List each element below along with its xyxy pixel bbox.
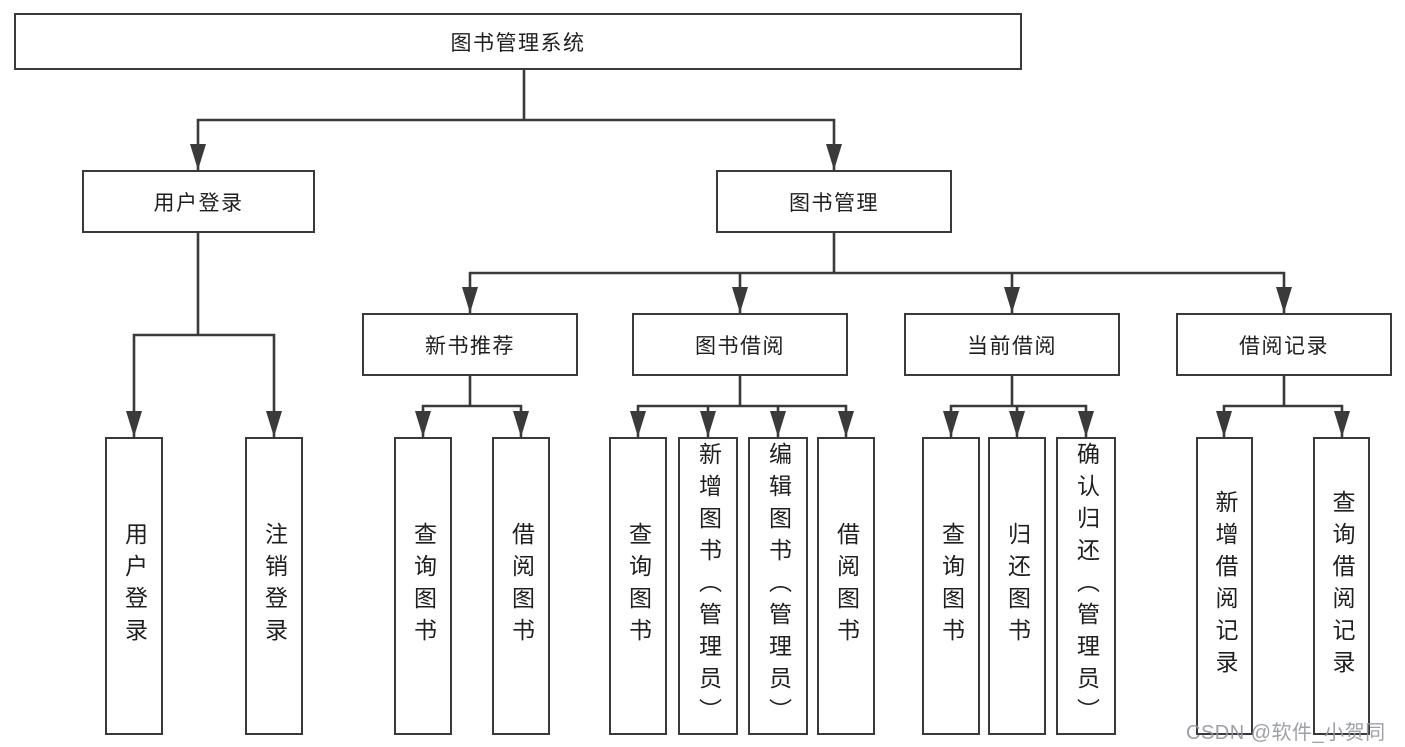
- connector-current-borrow: [943, 375, 1094, 437]
- node-label: 查询图书: [410, 522, 437, 650]
- connector-book-management: [462, 232, 1292, 313]
- node-label: 当前借阅: [967, 334, 1057, 358]
- node-label: 用户登录: [121, 522, 148, 650]
- connector-borrow-records: [1216, 375, 1350, 437]
- node-label: 借阅图书: [508, 522, 535, 650]
- node-logout: 注销登录: [245, 437, 303, 735]
- node-label: 归还图书: [1004, 522, 1031, 650]
- node-new-book-recommend: 新书推荐: [362, 313, 578, 376]
- node-return-book: 归还图书: [988, 437, 1046, 735]
- node-edit-book-admin: 编辑图书（管理员）: [748, 437, 808, 735]
- node-label: 新书推荐: [425, 334, 515, 358]
- node-borrow-books-recommend: 借阅图书: [492, 437, 550, 735]
- node-borrow-records: 借阅记录: [1176, 313, 1392, 376]
- csdn-watermark: CSDN @软件_小贺同学: [1186, 722, 1386, 744]
- node-query-books-borrow: 查询图书: [609, 437, 667, 735]
- node-label: 图书管理: [789, 191, 879, 215]
- node-book-borrow: 图书借阅: [632, 313, 848, 376]
- connector-user-login: [126, 232, 282, 437]
- node-borrow-books: 借阅图书: [817, 437, 875, 735]
- node-confirm-return-admin: 确认归还（管理员）: [1056, 437, 1116, 735]
- connector-root: [190, 70, 842, 170]
- node-label: 查询图书: [625, 522, 652, 650]
- node-add-book-admin: 新增图书（管理员）: [678, 437, 738, 735]
- node-book-management: 图书管理: [716, 170, 952, 233]
- node-user-login: 用户登录: [82, 170, 315, 233]
- node-login: 用户登录: [105, 437, 163, 735]
- node-label: 新增图书（管理员）: [695, 442, 722, 730]
- connector-book-borrow: [630, 375, 854, 437]
- node-current-borrow: 当前借阅: [904, 313, 1120, 376]
- node-add-borrow-record: 新增借阅记录: [1196, 437, 1253, 735]
- node-label: 查询借阅记录: [1329, 490, 1355, 682]
- node-label: 查询图书: [938, 522, 965, 650]
- node-label: 图书管理系统: [450, 31, 586, 55]
- node-label: 借阅图书: [833, 522, 860, 650]
- node-label: 确认归还（管理员）: [1073, 442, 1100, 730]
- node-label: 注销登录: [261, 522, 288, 650]
- node-query-books-recommend: 查询图书: [394, 437, 452, 735]
- node-query-books-current: 查询图书: [922, 437, 980, 735]
- node-root: 图书管理系统: [14, 13, 1022, 70]
- node-label: 用户登录: [153, 191, 244, 215]
- node-label: 编辑图书（管理员）: [765, 442, 792, 730]
- node-label: 借阅记录: [1239, 334, 1329, 358]
- node-query-borrow-record: 查询借阅记录: [1313, 437, 1370, 735]
- connector-new-book-recommend: [415, 375, 529, 437]
- node-label: 新增借阅记录: [1212, 490, 1238, 682]
- node-label: 图书借阅: [695, 334, 785, 358]
